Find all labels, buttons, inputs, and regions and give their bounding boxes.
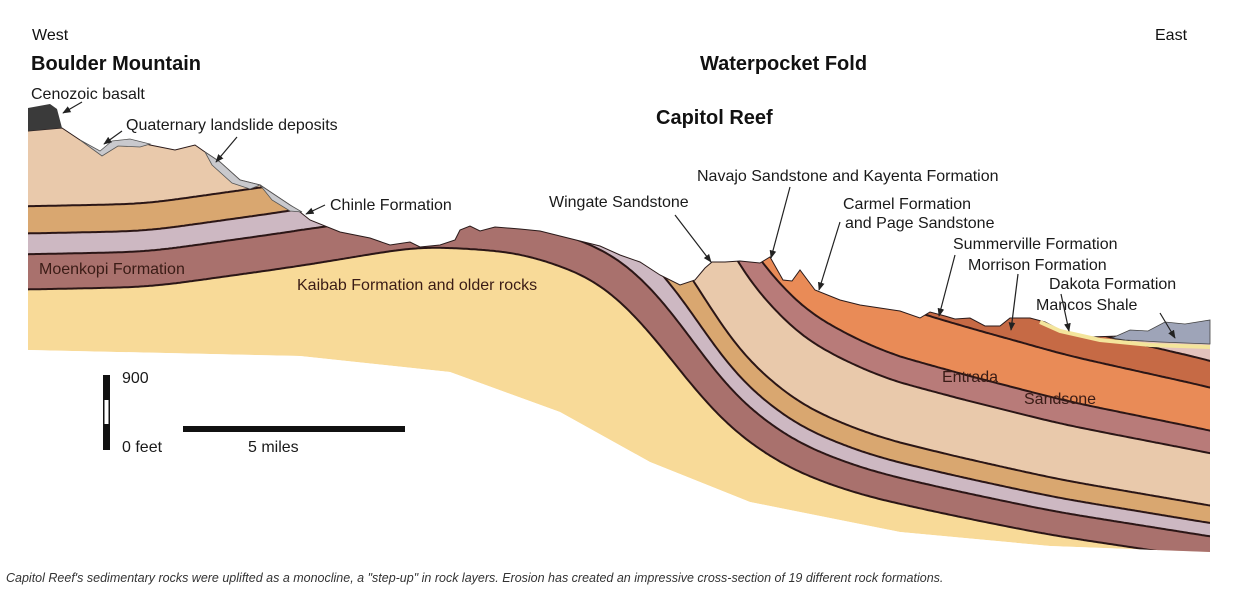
label-navajo: Navajo Sandstone and Kayenta Formation xyxy=(697,168,999,185)
capitol-reef-title: Capitol Reef xyxy=(656,107,773,129)
layer-boundary-line xyxy=(28,213,1210,541)
label-dakota: Dakota Formation xyxy=(1049,276,1176,293)
layer-boundary-line xyxy=(28,128,1210,460)
label-morrison: Morrison Formation xyxy=(968,257,1107,274)
label-carmel-1: Carmel Formation xyxy=(843,196,971,213)
label-wingate: Wingate Sandstone xyxy=(549,194,689,211)
vertical-scale-bar xyxy=(103,375,110,450)
scale-0-feet-label: 0 feet xyxy=(122,439,163,456)
cenozoic-basalt-cap xyxy=(28,104,62,131)
label-entrada-2: Sandsone xyxy=(1024,391,1096,408)
layer-boundary-line xyxy=(28,128,1210,396)
label-cenozoic-basalt: Cenozoic basalt xyxy=(31,86,145,103)
scale-900-label: 900 xyxy=(122,370,149,387)
layer-summerville xyxy=(28,128,1210,395)
layer-entrada xyxy=(28,128,1210,437)
label-kaibab: Kaibab Formation and older rocks xyxy=(297,277,537,294)
layer-boundary-line xyxy=(28,246,1210,552)
east-label: East xyxy=(1155,27,1188,44)
layer-carmel xyxy=(28,128,1210,459)
dakota-strip xyxy=(1039,320,1211,349)
layer-moenkopi xyxy=(28,214,1210,552)
mancos-shale xyxy=(1110,319,1211,345)
scale-5-miles-label: 5 miles xyxy=(248,439,299,456)
label-moenkopi: Moenkopi Formation xyxy=(39,261,185,278)
horizontal-scale-bar xyxy=(183,426,405,432)
layer-navajo xyxy=(28,128,1210,510)
boulder-mountain-title: Boulder Mountain xyxy=(31,53,201,75)
label-entrada-1: Entrada xyxy=(942,369,998,386)
waterpocket-fold-title: Waterpocket Fold xyxy=(700,53,867,75)
label-mancos: Mancos Shale xyxy=(1036,297,1137,314)
label-carmel-2: and Page Sandstone xyxy=(845,215,995,232)
label-chinle: Chinle Formation xyxy=(330,197,452,214)
west-label: West xyxy=(32,27,69,44)
label-summerville: Summerville Formation xyxy=(953,236,1117,253)
leader-lines xyxy=(62,101,1176,339)
layer-chinle xyxy=(28,195,1210,540)
label-landslide: Quaternary landslide deposits xyxy=(126,117,338,134)
figure-caption: Capitol Reef's sedimentary rocks were up… xyxy=(6,571,944,585)
layer-boundary-line xyxy=(28,128,1210,438)
